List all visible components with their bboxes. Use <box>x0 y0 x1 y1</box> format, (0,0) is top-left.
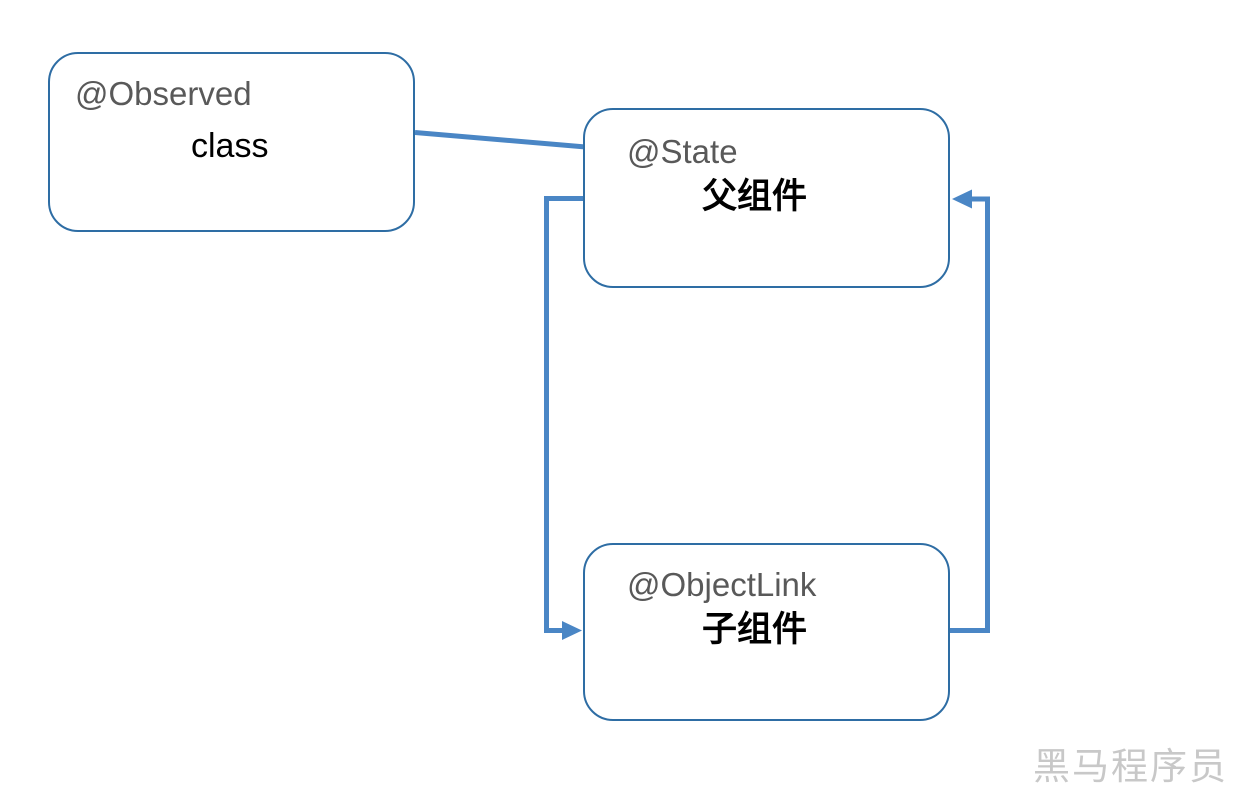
objectlink-label: 子组件 <box>702 610 808 649</box>
watermark: 黑马程序员 <box>1033 746 1228 787</box>
observed-label: class <box>191 127 269 165</box>
node-objectlink-child: @ObjectLink 子组件 <box>583 543 950 721</box>
state-annotation: @State <box>627 133 738 170</box>
objectlink-annotation: @ObjectLink <box>627 566 817 603</box>
edge-state-to-objectlink-line <box>544 196 583 633</box>
edge-objectlink-to-state-line <box>950 196 990 633</box>
edge-state-to-objectlink-arrowhead <box>562 621 582 640</box>
node-observed-class: @Observed class <box>48 52 415 232</box>
edge-objectlink-to-state-arrowhead <box>952 189 972 209</box>
observed-annotation: @Observed <box>75 75 252 112</box>
state-label: 父组件 <box>702 177 808 216</box>
node-state-parent: @State 父组件 <box>583 108 950 288</box>
